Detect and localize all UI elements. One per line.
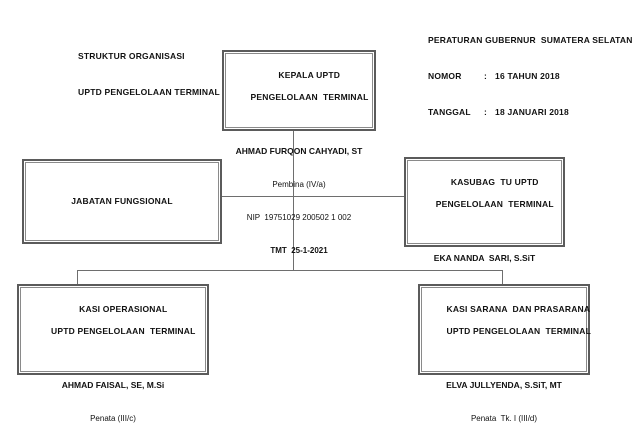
node-kasi-operasional-name: AHMAD FAISAL, SE, M.Si [61,380,165,390]
node-kasubag-tu-title-line1: KASUBAG TU UPTD [450,177,539,187]
chart-title-block: STRUKTUR ORGANISASI UPTD PENGELOLAAN TER… [78,26,220,122]
connector-vertical-main [293,130,294,271]
node-kasi-sarana-prasarana-name: ELVA JULLYENDA, S.SiT, MT [446,380,562,390]
regulation-reference-block: PERATURAN GUBERNUR SUMATERA SELATAN NOMO… [428,10,633,142]
node-kasi-operasional-title-line2: UPTD PENGELOLAAN TERMINAL [50,326,196,336]
regulation-title: PERATURAN GUBERNUR SUMATERA SELATAN [428,35,633,45]
regulation-tanggal-separator: : [484,107,488,117]
regulation-nomor-separator: : [484,71,488,81]
node-kasubag-tu[interactable]: KASUBAG TU UPTD PENGELOLAAN TERMINAL EKA… [404,157,565,362]
node-jabatan-fungsional-title: JABATAN FUNGSIONAL [71,196,173,206]
connector-horizontal-middle [222,196,404,197]
regulation-tanggal-row: TANGGAL:18 JANUARI 2018 [428,106,633,118]
regulation-nomor-label: NOMOR [428,71,462,81]
node-kasi-sarana-prasarana-body: ELVA JULLYENDA, S.SiT, MT Penata Tk. I (… [422,352,586,426]
node-kasubag-tu-title-line2: PENGELOLAAN TERMINAL [435,199,554,209]
chart-title-line2: UPTD PENGELOLAAN TERMINAL [78,87,220,97]
node-kasi-sarana-prasarana-rank: Penata Tk. I (III/d) [470,414,538,423]
node-kasi-operasional-title-line1: KASI OPERASIONAL [79,304,168,314]
node-kepala-uptd-name: AHMAD FURQON CAHYADI, ST [235,146,363,156]
regulation-nomor-row: NOMOR:16 TAHUN 2018 [428,70,633,82]
connector-drop-kasi-operasional [77,270,78,284]
node-kepala-uptd-title-line1: KEPALA UPTD [278,70,341,80]
node-kasi-sarana-prasarana-title-line2: UPTD PENGELOLAAN TERMINAL [446,326,592,336]
chart-title-line1: STRUKTUR ORGANISASI [78,51,185,61]
node-kasubag-tu-title: KASUBAG TU UPTD PENGELOLAAN TERMINAL [408,161,561,225]
node-kasi-sarana-prasarana[interactable]: KASI SARANA DAN PRASARANA UPTD PENGELOLA… [418,284,591,423]
node-kasi-sarana-prasarana-title-line1: KASI SARANA DAN PRASARANA [446,304,591,314]
node-kepala-uptd-body: AHMAD FURQON CAHYADI, ST Pembina (IV/a) … [226,118,372,282]
regulation-tanggal-value: 18 JANUARI 2018 [495,107,569,117]
connector-horizontal-bottom-bus [77,270,503,271]
connector-drop-kasi-sarana [502,270,503,284]
node-kepala-uptd-nip: NIP 19751029 200502 1 002 [246,213,352,222]
node-kepala-uptd-title-line2: PENGELOLAAN TERMINAL [250,92,369,102]
node-kepala-uptd-rank: Pembina (IV/a) [272,180,326,189]
node-kepala-uptd-tmt: TMT 25-1-2021 [270,246,328,255]
node-jabatan-fungsional[interactable]: JABATAN FUNGSIONAL [22,159,222,244]
node-kepala-uptd[interactable]: KEPALA UPTD PENGELOLAAN TERMINAL AHMAD F… [222,50,376,255]
node-kasi-operasional-title: KASI OPERASIONAL UPTD PENGELOLAAN TERMIN… [21,288,205,352]
node-kepala-uptd-title: KEPALA UPTD PENGELOLAAN TERMINAL [226,54,372,118]
node-kasubag-tu-name: EKA NANDA SARI, S.SiT [433,253,536,263]
regulation-tanggal-label: TANGGAL [428,107,471,117]
node-kasi-sarana-prasarana-title: KASI SARANA DAN PRASARANA UPTD PENGELOLA… [422,288,591,352]
regulation-nomor-value: 16 TAHUN 2018 [495,71,560,81]
node-kasi-operasional-rank: Penata (III/c) [90,414,136,423]
node-kasi-operasional[interactable]: KASI OPERASIONAL UPTD PENGELOLAAN TERMIN… [17,284,209,423]
node-kasi-operasional-body: AHMAD FAISAL, SE, M.Si Penata (III/c) NI… [21,352,205,426]
